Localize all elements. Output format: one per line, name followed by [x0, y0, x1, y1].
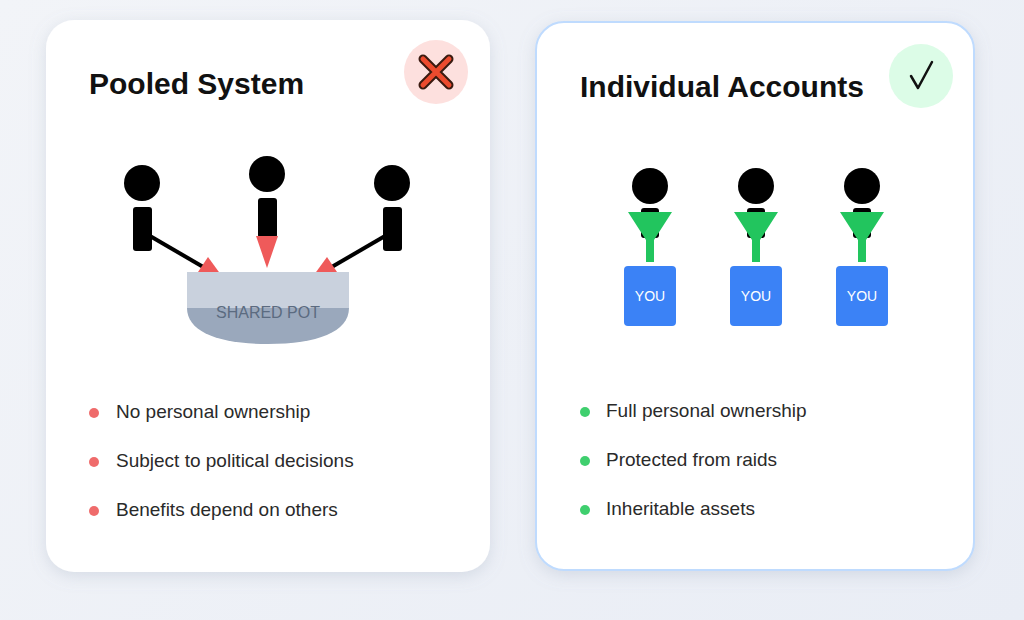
comparison-card: Individual AccountsFull personal ownersh…: [536, 22, 974, 570]
person-figure: [734, 168, 778, 262]
account-label: YOU: [635, 288, 665, 304]
pot-label: SHARED POT: [216, 294, 320, 322]
person-figure: [311, 165, 410, 279]
person-figure: [840, 168, 884, 262]
person-figure: [628, 168, 672, 262]
person-figure: [249, 156, 285, 268]
bullet-text: Inheritable assets: [606, 498, 755, 520]
account-label: YOU: [741, 288, 771, 304]
check-icon: [889, 44, 953, 108]
account-label: YOU: [847, 288, 877, 304]
card-ground: [536, 22, 974, 570]
account-box: YOU: [836, 266, 888, 326]
bullet-text: No personal ownership: [116, 401, 310, 423]
cross-icon: [404, 40, 468, 104]
person-figure: [124, 165, 224, 279]
account-box: YOU: [730, 266, 782, 326]
bullet-dot: [580, 407, 590, 515]
comparison-card: Pooled System No personal ownershipSubjec…: [46, 20, 490, 572]
card-ground: [46, 20, 490, 572]
account-box: YOU: [624, 266, 676, 326]
bullet-dot: [89, 408, 99, 516]
shared-pot: SHARED POT: [187, 272, 349, 344]
card-title: Individual Accounts: [580, 70, 864, 104]
card-title: Pooled System: [89, 67, 304, 101]
bullet-text: Protected from raids: [606, 449, 777, 471]
bullet-text: Benefits depend on others: [116, 499, 338, 521]
bullet-text: Full personal ownership: [606, 400, 807, 422]
bullet-text: Subject to political decisions: [116, 450, 354, 472]
